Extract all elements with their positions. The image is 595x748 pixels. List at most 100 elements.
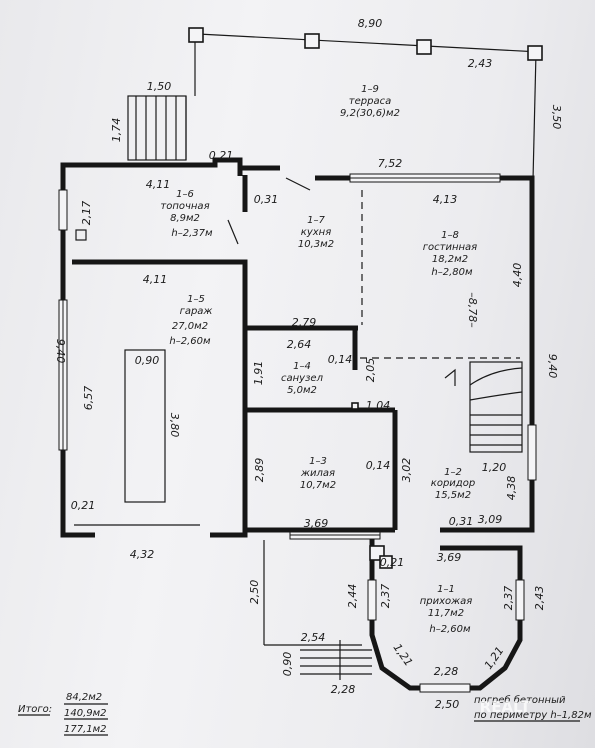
dim-label: 0,14 [328,353,353,366]
living-number: 1–8 [441,230,459,241]
hallway-name: прихожая [420,596,473,607]
dim-label: 3,80 [168,413,181,438]
living-height: h–2,80м [431,267,473,278]
dim-label: 0,31 [449,515,474,528]
hallway-height: h–2,60м [429,624,471,635]
dim-label: 2,79 [292,316,317,329]
interior-walls [74,177,520,533]
bedroom-name: жилая [300,468,335,479]
foundation-note: погреб бетонный по периметру h–1,82м [474,694,592,722]
dim-label: 2,28 [434,665,459,678]
dim-label: 1,50 [147,80,172,93]
dim-label: 2,37 [379,584,392,609]
dim-label: 0,90 [281,652,294,677]
dim-label: 3,02 [400,458,413,483]
hallway-area: 11,7м2 [428,608,464,619]
total-value: 84,2м2 [66,692,102,703]
porch [263,540,372,680]
dim-label: 7,52 [378,157,403,170]
corridor-label: 1–2 коридор 15,5м2 [431,467,475,501]
living-area: 18,2м2 [432,254,468,265]
bathroom-area: 5,0м2 [287,385,317,396]
bedroom-label: 1–3 жилая 10,7м2 [300,456,336,491]
area-totals: Итого: 84,2м2 140,9м2 177,1м2 [18,692,108,736]
bathroom-number: 1–4 [293,361,311,372]
totals-label: Итого: [18,704,52,715]
garage-height: h–2,60м [169,336,211,347]
dim-label: 2,64 [287,338,312,351]
bathroom-name: санузел [281,373,324,384]
dim-label: –8,78– [466,292,479,328]
dim-label: 3,69 [304,517,329,530]
dim-label: 2,28 [331,683,356,696]
dim-label: 2,43 [468,57,493,70]
boiler-number: 1–6 [176,189,194,200]
dim-label: 4,11 [146,178,171,191]
total-value: 140,9м2 [64,708,107,719]
dim-label: 9,40 [54,339,67,364]
garage-car-pit [124,349,166,503]
dim-label: 2,37 [502,586,515,611]
hallway-number: 1–1 [437,584,455,595]
watermark-logo: REALT [480,698,531,716]
kitchen-label: 1–7 кухня 10,3м2 [298,215,334,250]
kitchen-area: 10,3м2 [298,239,334,250]
dim-label: 1,04 [366,399,391,412]
total-value: 177,1м2 [64,724,107,735]
dim-label: 2,44 [346,584,359,609]
dim-label: 0,31 [254,193,279,206]
boiler-height: h–2,37м [171,228,213,239]
dim-label: 0,14 [366,459,391,472]
corridor-number: 1–2 [444,467,462,478]
hallway-label: 1–1 прихожая 11,7м2 h–2,60м [420,584,473,635]
dim-label: 8,90 [358,17,383,30]
living-name: гостинная [423,242,477,253]
terrace-label: 1–9 терраса 9,2(30,6)м2 [340,84,400,119]
dim-label: 0,90 [135,354,160,367]
hallway-walls [367,545,525,693]
dim-label: 1,91 [252,361,265,386]
corridor-area: 15,5м2 [435,490,471,501]
corridor-name: коридор [431,478,475,489]
dim-label: 6,57 [82,386,95,411]
bathroom-label: 1–4 санузел 5,0м2 [281,361,324,396]
foundation-note-line1: погреб бетонный [474,694,566,706]
terrace-number: 1–9 [361,84,379,95]
boiler-name: топочная [160,201,209,212]
garage-area: 27,0м2 [172,321,208,332]
bedroom-area: 10,7м2 [300,480,336,491]
boiler-area: 8,9м2 [170,213,200,224]
dim-label: 2,54 [301,631,326,644]
kitchen-number: 1–7 [307,215,325,226]
terrace-steps [127,95,187,161]
foundation-note-line2: по периметру h–1,82м [474,710,592,721]
boiler-room-label: 1–6 топочная 8,9м2 h–2,37м [160,189,213,239]
dim-label: 2,50 [435,698,460,711]
bedroom-number: 1–3 [309,456,327,467]
dim-label: 4,40 [511,263,524,288]
terrace-name: терраса [349,96,391,107]
living-room-label: 1–8 гостинная 18,2м2 h–2,80м [423,230,477,278]
garage-number: 1–5 [187,294,205,305]
dim-label: 1,20 [482,461,507,474]
interior-staircase [444,361,523,453]
boiler-chimney [75,229,87,241]
dim-label: 0,21 [380,556,405,569]
dim-label: 0,21 [209,149,234,162]
dim-label: 2,89 [253,458,266,483]
terrace-outline [188,27,543,181]
garage-label: 1–5 гараж 27,0м2 h–2,60м [169,294,212,347]
dim-label: 9,40 [546,354,559,379]
dim-label: 2,50 [248,580,261,605]
dim-label: 3,09 [478,513,503,526]
dim-label: 2,05 [364,358,377,383]
dim-label: 4,32 [130,548,155,561]
garage-name: гараж [180,306,213,317]
kitchen-name: кухня [301,227,331,238]
dim-label: 4,13 [433,193,458,206]
dim-label: 3,69 [437,551,462,564]
dim-label: 2,43 [533,586,546,611]
dim-label: 4,11 [143,273,168,286]
